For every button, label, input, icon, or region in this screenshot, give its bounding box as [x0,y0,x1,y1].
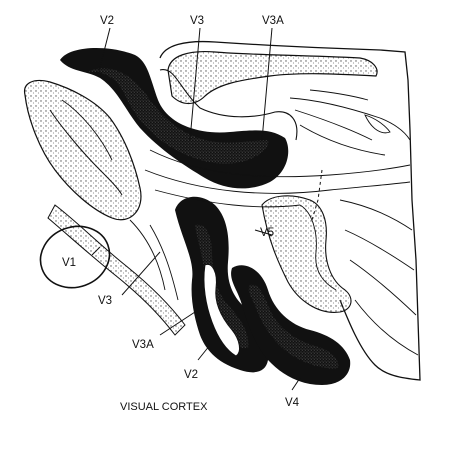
v5-region [261,195,352,313]
label-v3-lower: V3 [98,295,112,307]
v5-fold [299,204,337,291]
label-leaders [91,27,301,391]
label-v1: V1 [62,257,76,269]
white-matter-lines [129,89,419,356]
caption: VISUAL CORTEX [120,401,208,413]
upper-white-gyrus [159,69,298,141]
left-gyrus-fold-2 [61,99,113,161]
left-gyrus-fold [49,109,123,196]
label-v5: V5 [260,227,274,239]
label-v4: V4 [285,397,300,409]
lower-band-core [195,224,249,349]
label-v3a-top: V3A [262,15,284,27]
lower-sulcus [203,264,240,357]
upper-right-gyrus [167,50,378,105]
v1-outline [39,225,111,289]
section-outline [159,40,421,381]
label-v3a-lower: V3A [132,339,154,351]
label-v2-bottom: V2 [184,369,198,381]
label-v2-top: V2 [100,15,114,27]
upper-band-core [88,68,269,164]
v4-core [248,284,339,369]
v5-dashed [311,169,323,221]
label-v3-top: V3 [190,15,204,27]
descending-strip [47,204,186,336]
